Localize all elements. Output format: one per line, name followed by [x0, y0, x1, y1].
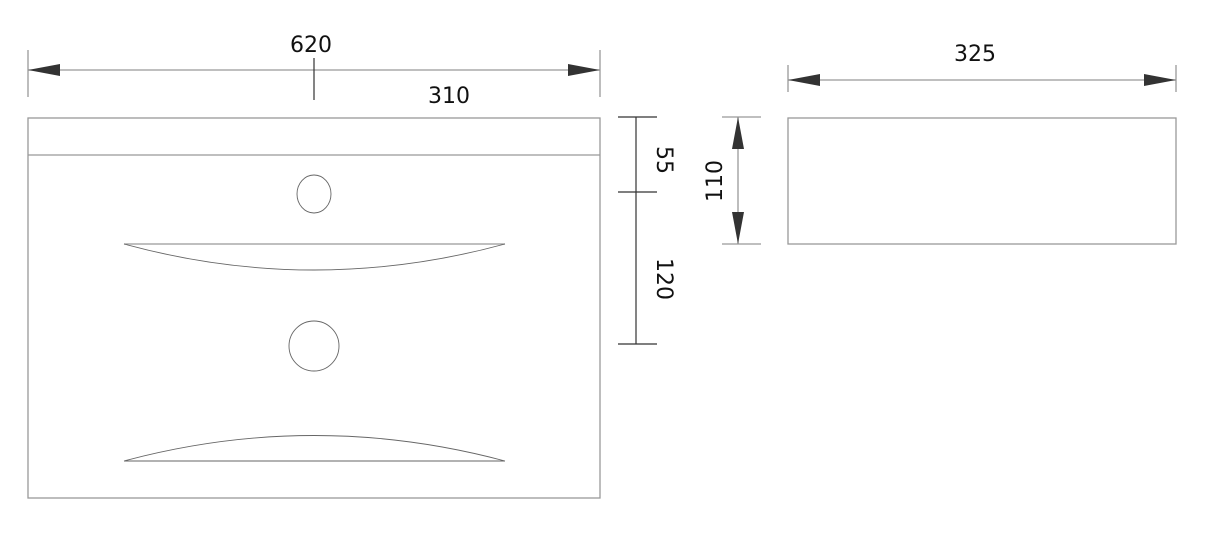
half-width-label: 310 — [428, 84, 470, 109]
height-dimension: 110 — [703, 116, 761, 245]
height-label: 110 — [703, 160, 728, 202]
basin-outline — [27, 117, 601, 499]
depth-label: 325 — [954, 42, 996, 67]
lower-basin-curve — [123, 435, 506, 462]
hole-spacing-label: 120 — [651, 258, 676, 300]
tap-hole — [296, 174, 332, 214]
hole-position-dimension: 55 120 — [618, 116, 676, 345]
ledge-depth-label: 55 — [651, 146, 676, 174]
side-outline — [787, 117, 1177, 245]
upper-basin-curve — [123, 243, 506, 271]
top-view — [27, 117, 601, 499]
width-label: 620 — [290, 33, 332, 58]
side-view: 325 — [787, 42, 1177, 245]
drain-hole — [288, 320, 340, 372]
width-dimension: 620 310 — [27, 33, 601, 109]
